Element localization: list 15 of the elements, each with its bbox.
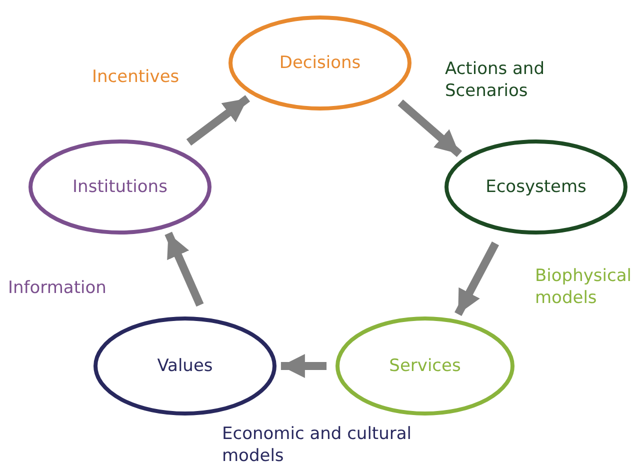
arrow: [164, 232, 204, 307]
edge-label: Economic and cultural models: [222, 423, 412, 468]
arrow: [280, 354, 327, 378]
node-label: Institutions: [72, 177, 168, 197]
arrow: [186, 95, 250, 146]
node-label: Ecosystems: [486, 177, 586, 197]
edge-label: Actions and Scenarios: [445, 58, 546, 102]
edge-label: Biophysical models: [535, 265, 632, 310]
node-label: Services: [389, 356, 461, 376]
arrow: [398, 99, 462, 158]
node-label: Values: [157, 356, 213, 376]
edge-label: Incentives: [92, 66, 180, 88]
edge-label: Information: [8, 277, 108, 300]
node-label: Decisions: [279, 53, 361, 73]
arrow: [454, 242, 499, 316]
